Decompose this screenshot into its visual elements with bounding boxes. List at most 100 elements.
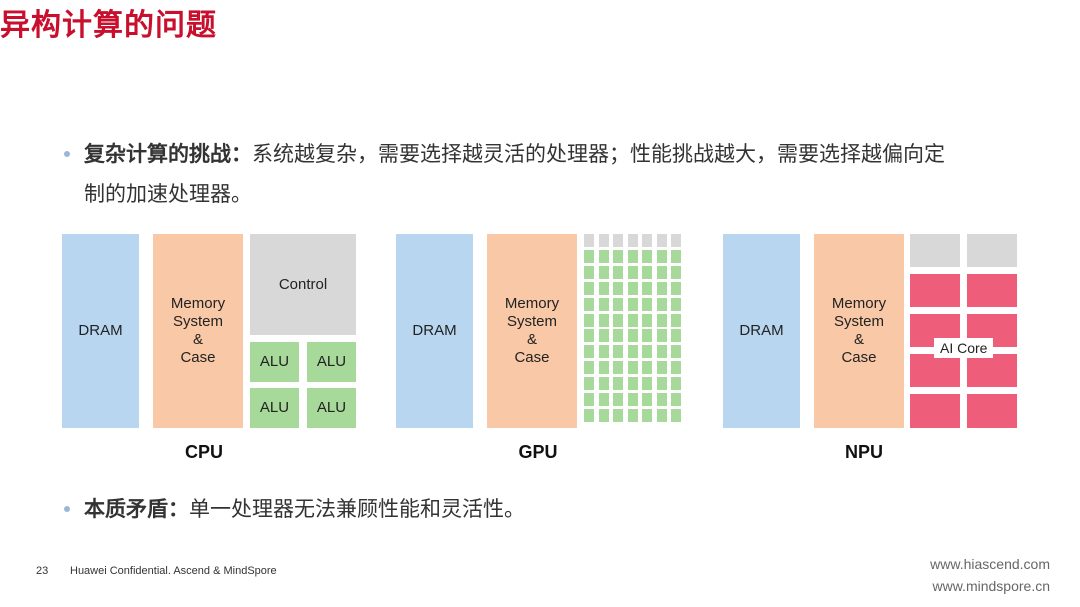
gpu-core-cell [671,393,681,406]
gpu-core-cell [642,265,652,279]
npu-dram-block: DRAM [723,234,800,428]
gpu-core-cell [656,408,667,422]
gpu-core-cell [671,281,681,295]
gpu-core-cell [613,408,623,422]
bullet-marker [64,151,70,157]
memory-line: Memory [170,295,226,312]
gpu-core-cell [613,377,623,391]
gpu-core-cell [613,393,623,406]
npu-core-cell [910,354,960,387]
gpu-core-cell [598,345,609,359]
gpu-control-cell [627,234,638,247]
gpu-core-cell [584,393,594,406]
bullet-marker [64,506,70,512]
gpu-core-cell [598,297,609,311]
gpu-core-cell [656,281,667,295]
memory-line: & [853,331,864,348]
gpu-core-cell [642,329,652,343]
bullet-1-text: 系统越复杂，需要选择越灵活的处理器；性能挑战越大，需要选择越偏向定 [252,142,945,166]
bullet-1-line-1: 复杂计算的挑战：系统越复杂，需要选择越灵活的处理器；性能挑战越大，需要选择越偏向… [84,134,945,174]
cpu-memory-block: Memory System & Case [153,234,243,428]
gpu-core-cell [656,265,667,279]
npu-core-cell [910,274,960,307]
gpu-core-cell [613,345,623,359]
gpu-core-cell [584,249,594,263]
bullet-2-heading: 本质矛盾： [84,497,189,521]
gpu-core-cell [642,249,652,263]
gpu-core-cell [613,265,623,279]
cpu-label: CPU [184,442,223,462]
gpu-memory-block: Memory System & Case [487,234,577,428]
memory-line: & [526,331,537,348]
bullet-1-line-2: 制的加速处理器。 [84,182,252,206]
gpu-core-cell [656,345,667,359]
memory-line: System [172,313,223,330]
gpu-core-cell [584,297,594,311]
gpu-core-cell [642,361,652,375]
gpu-core-cell [627,249,638,263]
memory-line: Memory [831,295,887,312]
gpu-core-cell [613,249,623,263]
gpu-core-cell [627,329,638,343]
npu-core-cell [967,354,1017,387]
gpu-core-cell [598,265,609,279]
npu-control-cell [910,234,960,267]
gpu-core-cell [642,313,652,327]
gpu-core-cell [671,265,681,279]
gpu-core-cell [613,313,623,327]
cpu-control-block: Control [250,234,356,335]
gpu-core-cell [671,249,681,263]
gpu-core-cell [598,249,609,263]
cpu-alu-block: ALU [307,388,356,428]
memory-line: & [192,331,203,348]
cpu-alu-block: ALU [307,342,356,382]
gpu-core-cell [627,313,638,327]
gpu-core-cell [656,313,667,327]
gpu-control-cell [671,234,681,247]
gpu-core-cell [671,345,681,359]
page-number: 23 [36,565,49,577]
gpu-label: GPU [518,442,558,462]
gpu-core-cell [671,297,681,311]
bullet-2-text: 单一处理器无法兼顾性能和灵活性。 [189,497,525,521]
npu-label: NPU [844,442,883,462]
npu-core-cell [967,274,1017,307]
bullet-2-line-1: 本质矛盾：单一处理器无法兼顾性能和灵活性。 [84,489,525,529]
gpu-core-cell [671,408,681,422]
ai-core-label: AI Core [934,338,994,358]
memory-line: Case [841,349,877,366]
gpu-core-cell [642,377,652,391]
gpu-core-cell [598,408,609,422]
gpu-core-cell [642,297,652,311]
gpu-core-cell [671,361,681,375]
gpu-core-cell [671,377,681,391]
gpu-core-cell [584,345,594,359]
gpu-control-cell [584,234,594,247]
hiascend-url[interactable]: www.hiascend.com [930,556,1050,572]
gpu-core-cell [627,377,638,391]
gpu-core-cell [584,265,594,279]
gpu-core-cell [598,377,609,391]
memory-line: Case [514,349,550,366]
gpu-core-cell [642,281,652,295]
gpu-core-cell [671,329,681,343]
gpu-core-cell [613,329,623,343]
gpu-core-cell [627,393,638,406]
gpu-core-cell [627,361,638,375]
mindspore-url[interactable]: www.mindspore.cn [932,578,1051,594]
gpu-core-cell [642,393,652,406]
gpu-core-cell [598,361,609,375]
slide-title: 异构计算的问题 [0,8,217,43]
gpu-core-cell [598,313,609,327]
gpu-core-cell [627,345,638,359]
gpu-core-cell [656,329,667,343]
confidential-notice: Huawei Confidential. Ascend & MindSpore [70,565,277,577]
cpu-alu-block: ALU [250,342,299,382]
memory-line: Memory [504,295,560,312]
npu-control-cell [967,234,1017,267]
memory-line: System [833,313,884,330]
gpu-control-cell [598,234,609,247]
gpu-core-cell [584,281,594,295]
npu-core-cell [910,394,960,428]
gpu-core-cell [656,297,667,311]
